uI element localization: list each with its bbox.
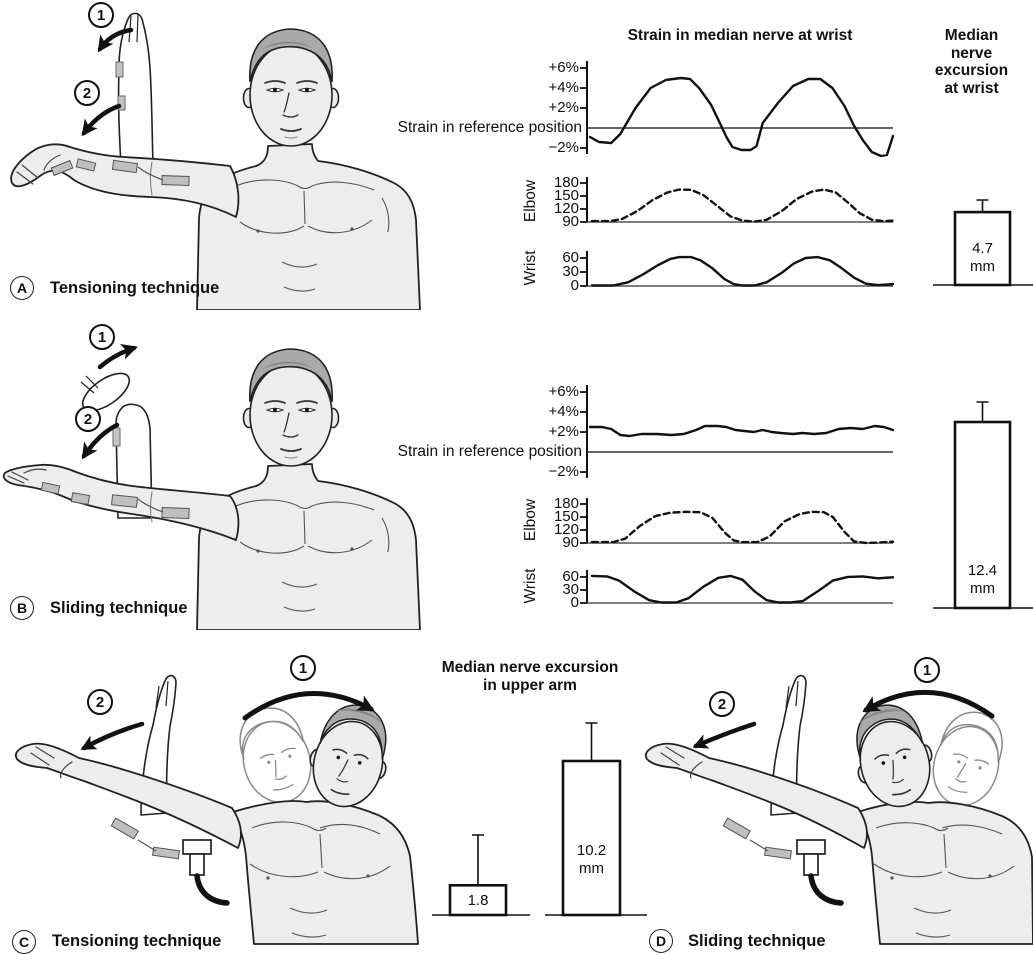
elbow-a-tick: 180 bbox=[553, 174, 579, 191]
figure-b-sliding-illustration bbox=[2, 343, 421, 630]
wrist-b-tick: 60 bbox=[562, 568, 579, 585]
chart-title-excursion-wrist: Median nerve excursion at wrist bbox=[934, 27, 1009, 97]
figure-d-sliding-illustration bbox=[645, 674, 1033, 945]
strain-a-tick: +2% bbox=[548, 99, 579, 116]
panel-caption-a: Tensioning technique bbox=[50, 279, 220, 297]
panel-letter-b: B bbox=[10, 596, 34, 620]
reference-position-label-a: Strain in reference position bbox=[397, 119, 582, 136]
torso bbox=[196, 143, 421, 310]
step-1-marker-a: 1 bbox=[88, 2, 114, 28]
step-2-marker-a: 2 bbox=[74, 80, 100, 106]
torso-and-head bbox=[196, 348, 421, 630]
chart-title-strain-wrist: Strain in median nerve at wrist bbox=[627, 27, 853, 44]
ultrasound-probe bbox=[796, 839, 844, 906]
chart-title-excursion-upperarm: Median nerve excursion in upper arm bbox=[441, 659, 619, 694]
strain-b-tick: −2% bbox=[548, 463, 579, 480]
step-1-marker-d: 1 bbox=[914, 657, 940, 683]
skin-markers bbox=[40, 481, 190, 520]
marker-wire bbox=[749, 839, 769, 852]
step-1-marker-b: 1 bbox=[89, 324, 115, 350]
strain-a-tick: +4% bbox=[548, 79, 579, 96]
head bbox=[242, 28, 340, 147]
figure-a-tensioning-illustration bbox=[10, 12, 421, 310]
chest-detail-lines bbox=[235, 179, 390, 292]
curved-arrow-icon bbox=[81, 343, 138, 460]
panel-letter-d: D bbox=[649, 929, 673, 953]
skin-markers bbox=[110, 817, 180, 860]
marker-wire bbox=[137, 498, 164, 513]
torso bbox=[232, 800, 419, 945]
step-1-marker-c: 1 bbox=[290, 655, 316, 681]
panel-letter-a: A bbox=[10, 276, 34, 300]
strain-a-tick: +6% bbox=[548, 59, 579, 76]
wrist-b-tick: 0 bbox=[570, 594, 579, 611]
strain-a-tick: −2% bbox=[548, 139, 579, 156]
wrist-b-tick: 30 bbox=[562, 581, 579, 598]
skin-markers bbox=[722, 817, 792, 860]
bar-value-label: 1.8 bbox=[467, 892, 489, 909]
curved-arrow-icon bbox=[80, 691, 375, 751]
torso bbox=[857, 800, 1033, 945]
wrist-a-tick: 0 bbox=[570, 277, 579, 294]
panel-caption-b: Sliding technique bbox=[50, 599, 188, 617]
raised-extended-arm bbox=[15, 742, 242, 849]
elbow-b-tick: 180 bbox=[553, 495, 579, 512]
elbow-a-tick: 90 bbox=[562, 213, 579, 230]
step-2-marker-b: 2 bbox=[75, 406, 101, 432]
raised-extended-arm bbox=[645, 742, 868, 849]
wrist-a-tick: 30 bbox=[562, 263, 579, 280]
elbow-b-tick: 90 bbox=[562, 534, 579, 551]
bar-value-label: 12.4 mm bbox=[967, 562, 998, 597]
strain-b-tick: +4% bbox=[548, 403, 579, 420]
step-2-marker-d: 2 bbox=[709, 691, 735, 717]
marker-wire bbox=[137, 839, 157, 852]
skin-markers bbox=[50, 158, 190, 187]
curved-arrow-icon bbox=[692, 690, 995, 749]
panel-letter-c: C bbox=[12, 930, 36, 954]
strain-b-tick: +2% bbox=[548, 423, 579, 440]
step-2-marker-c: 2 bbox=[87, 689, 113, 715]
strain-b-tick: +6% bbox=[548, 383, 579, 400]
elbow-b-tick: 150 bbox=[553, 508, 579, 525]
marker-wire bbox=[137, 166, 164, 181]
elbow-a-tick: 120 bbox=[553, 200, 579, 217]
panel-caption-c: Tensioning technique bbox=[52, 932, 222, 950]
ghost-head bbox=[932, 711, 1003, 807]
elbow-a-tick: 150 bbox=[553, 187, 579, 204]
ghost-raised-forearm bbox=[115, 12, 154, 166]
ultrasound-probe bbox=[182, 839, 230, 906]
bar-value-label: 4.7 mm bbox=[970, 240, 995, 275]
reference-position-label-b: Strain in reference position bbox=[397, 443, 582, 460]
bar-value-label: 10.2 mm bbox=[576, 842, 607, 877]
solid-head-tilted bbox=[309, 704, 387, 808]
panel-caption-d: Sliding technique bbox=[688, 932, 826, 950]
solid-head-tilted bbox=[856, 704, 933, 808]
wrist-a-tick: 60 bbox=[562, 249, 579, 266]
curved-arrow-icon bbox=[81, 27, 134, 137]
figure-c-tensioning-illustration bbox=[15, 674, 419, 945]
elbow-b-tick: 120 bbox=[553, 521, 579, 538]
